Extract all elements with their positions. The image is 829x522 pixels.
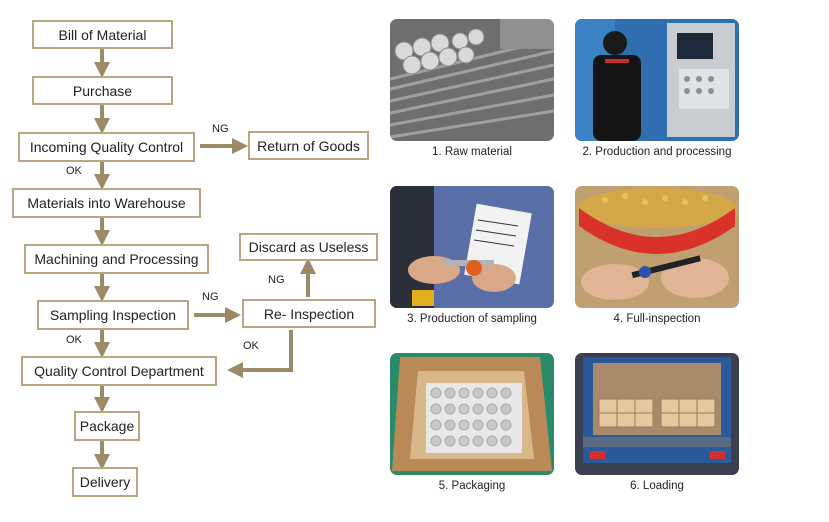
photo-production-of-sampling bbox=[390, 186, 554, 308]
photo-packaging bbox=[390, 353, 554, 475]
box-discard-as-useless: Discard as Useless bbox=[239, 233, 378, 261]
box-package: Package bbox=[74, 411, 140, 441]
label-ng-sampling: NG bbox=[202, 291, 219, 303]
photo-production-and-processing bbox=[575, 19, 739, 141]
box-delivery: Delivery bbox=[72, 467, 138, 497]
box-return-of-goods: Return of Goods bbox=[248, 131, 369, 160]
box-quality-control-department: Quality Control Department bbox=[21, 356, 217, 386]
box-machining-and-processing: Machining and Processing bbox=[24, 244, 209, 274]
photo-full-inspection bbox=[575, 186, 739, 308]
box-materials-into-warehouse: Materials into Warehouse bbox=[12, 188, 201, 218]
label-ng-reinspection: NG bbox=[268, 274, 285, 286]
caption-production-and-processing: 2. Production and processing bbox=[582, 146, 732, 158]
label-ok-sampling: OK bbox=[66, 334, 82, 346]
box-re-inspection: Re- Inspection bbox=[242, 299, 376, 328]
box-incoming-quality-control: Incoming Quality Control bbox=[18, 132, 195, 162]
box-purchase: Purchase bbox=[32, 76, 173, 105]
label-ok-iqc: OK bbox=[66, 165, 82, 177]
photo-loading bbox=[575, 353, 739, 475]
box-bill-of-material: Bill of Material bbox=[32, 20, 173, 49]
box-sampling-inspection: Sampling Inspection bbox=[37, 300, 189, 330]
caption-production-of-sampling: 3. Production of sampling bbox=[407, 313, 537, 325]
caption-raw-material: 1. Raw material bbox=[432, 146, 512, 158]
caption-loading: 6. Loading bbox=[630, 480, 684, 492]
caption-packaging: 5. Packaging bbox=[438, 480, 506, 492]
caption-full-inspection: 4. Full-inspection bbox=[613, 313, 701, 325]
label-ng-iqc: NG bbox=[212, 123, 229, 135]
photo-raw-material bbox=[390, 19, 554, 141]
arrow-reinspection-qcd bbox=[227, 330, 293, 378]
label-ok-reinspection: OK bbox=[243, 340, 259, 352]
